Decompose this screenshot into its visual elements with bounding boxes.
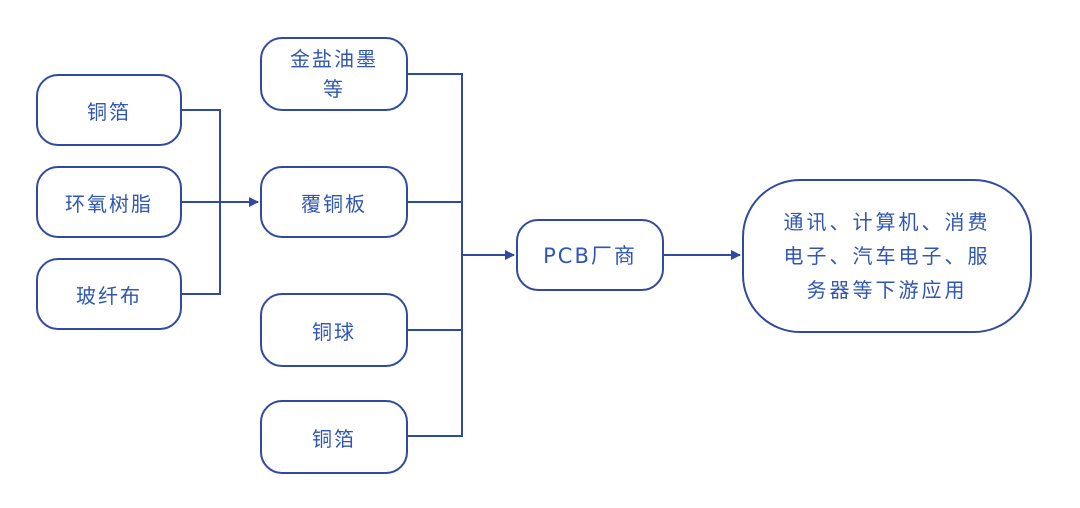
node-pcb-maker: PCB厂商 [516,219,664,291]
node-copper-clad-laminate: 覆铜板 [260,166,408,238]
node-label: 铜箔 [312,426,356,451]
node-label: PCB厂商 [543,244,637,268]
node-label-group: 通讯、计算机、消费 电子、汽车电子、服 务器等下游应用 [784,205,991,307]
node-label-line-1: 金盐油墨 [290,47,378,71]
node-copper-foil-raw: 铜箔 [36,74,182,146]
node-gold-salt-ink: 金盐油墨 等 [260,37,408,111]
node-label-group: 金盐油墨 等 [290,44,378,104]
node-epoxy-resin: 环氧树脂 [36,166,182,238]
connector-copper-foil-raw [182,109,221,202]
node-label-line-2: 等 [323,77,345,101]
node-copper-ball: 铜球 [260,293,408,367]
node-label: 玻纤布 [76,283,142,308]
node-label: 铜球 [312,319,356,344]
node-label: 环氧树脂 [65,191,153,216]
node-label-line-3: 务器等下游应用 [806,278,968,302]
node-downstream-applications: 通讯、计算机、消费 电子、汽车电子、服 务器等下游应用 [742,179,1032,333]
node-label-line-2: 电子、汽车电子、服 [783,244,991,268]
node-label-line-1: 通讯、计算机、消费 [783,210,991,234]
node-label: 铜箔 [87,99,131,124]
node-copper-foil: 铜箔 [260,400,408,474]
connector-glass-fiber [182,202,221,295]
node-glass-fiber-cloth: 玻纤布 [36,258,182,330]
node-label: 覆铜板 [301,191,367,216]
connector-gold-ink [408,73,463,437]
